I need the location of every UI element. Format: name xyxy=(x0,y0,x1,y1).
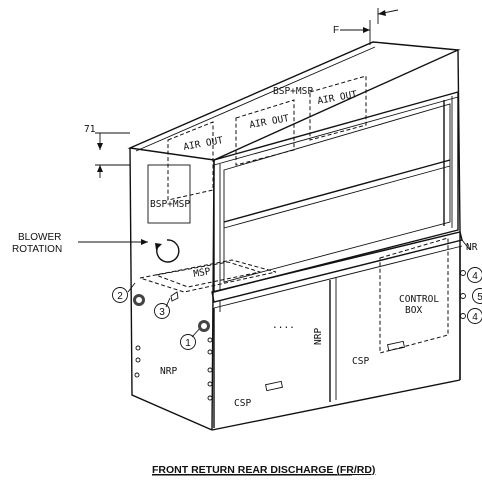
control-box-label-line2: BOX xyxy=(405,305,422,316)
dimension-marks xyxy=(95,8,399,178)
callout-3: 3 xyxy=(154,303,170,319)
dimension-f-label: F xyxy=(333,25,339,36)
callout-1: 1 xyxy=(180,334,196,350)
nrp-label-vertical: NRP xyxy=(313,328,324,345)
svg-text:1: 1 xyxy=(185,338,191,349)
svg-text:4: 4 xyxy=(472,312,478,323)
nrp-label-side: NRP xyxy=(160,366,177,377)
svg-text:5: 5 xyxy=(477,292,482,303)
csp-label-right: CSP xyxy=(352,356,369,367)
text-labels: F 71 AIR OUT AIR OUT AIR OUT BSP+MSP BSP… xyxy=(12,25,478,409)
blower-rotation-label-line1: BLOWER xyxy=(18,232,61,243)
svg-text:2: 2 xyxy=(117,291,123,302)
callout-4-lower: 4 xyxy=(460,308,482,324)
dimension-71-label: 71 xyxy=(84,124,96,135)
callouts: 1 2 3 4 5 4 xyxy=(112,267,482,350)
msp-label: MSP xyxy=(193,266,212,280)
bsp-msp-label-top: BSP+MSP xyxy=(273,86,313,97)
air-out-label-left: AIR OUT xyxy=(183,135,225,153)
cabinet-outline xyxy=(127,41,461,431)
control-box-label-line1: CONTROL xyxy=(399,294,439,305)
svg-text:3: 3 xyxy=(159,307,165,318)
lower-panels xyxy=(213,246,461,428)
blower-rotation-label-line2: ROTATION xyxy=(12,244,62,255)
bsp-msp-label-side: BSP+MSP xyxy=(150,199,190,210)
callout-5: 5 xyxy=(460,288,482,304)
csp-label-left: CSP xyxy=(234,398,251,409)
callout-2: 2 xyxy=(112,287,128,303)
nr-label: NR xyxy=(466,242,478,253)
dashed-openings xyxy=(139,75,449,354)
filter-rack xyxy=(213,91,459,293)
fittings xyxy=(133,291,210,332)
diagram-title: FRONT RETURN REAR DISCHARGE (FR/RD) xyxy=(152,464,375,476)
svg-text:4: 4 xyxy=(472,271,478,282)
side-panel-details xyxy=(134,164,213,401)
callout-4-upper: 4 xyxy=(460,267,482,283)
panel-dots: .... xyxy=(272,320,295,331)
